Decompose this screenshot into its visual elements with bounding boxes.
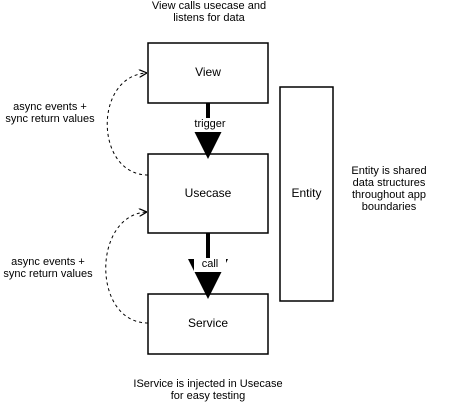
usecase-label: Usecase [184, 185, 232, 200]
top-note: View calls usecase and listens for data [151, 0, 267, 25]
usecase-box [147, 153, 269, 234]
left-lower-note: async events + sync return values [3, 256, 93, 281]
lower-async-arrow [105, 212, 149, 324]
entity-label: Entity [291, 186, 322, 201]
upper-async-arrow [106, 73, 149, 176]
entity-box [279, 86, 334, 302]
view-box [147, 42, 269, 104]
trigger-label: trigger [188, 118, 232, 132]
left-upper-note: async events + sync return values [5, 101, 95, 126]
service-label: Service [187, 316, 228, 331]
view-label: View [195, 65, 221, 80]
bottom-note: IService is injected in Usecase for easy… [133, 378, 283, 403]
call-label: call [194, 258, 226, 272]
right-note: Entity is shared data structures through… [351, 165, 427, 214]
